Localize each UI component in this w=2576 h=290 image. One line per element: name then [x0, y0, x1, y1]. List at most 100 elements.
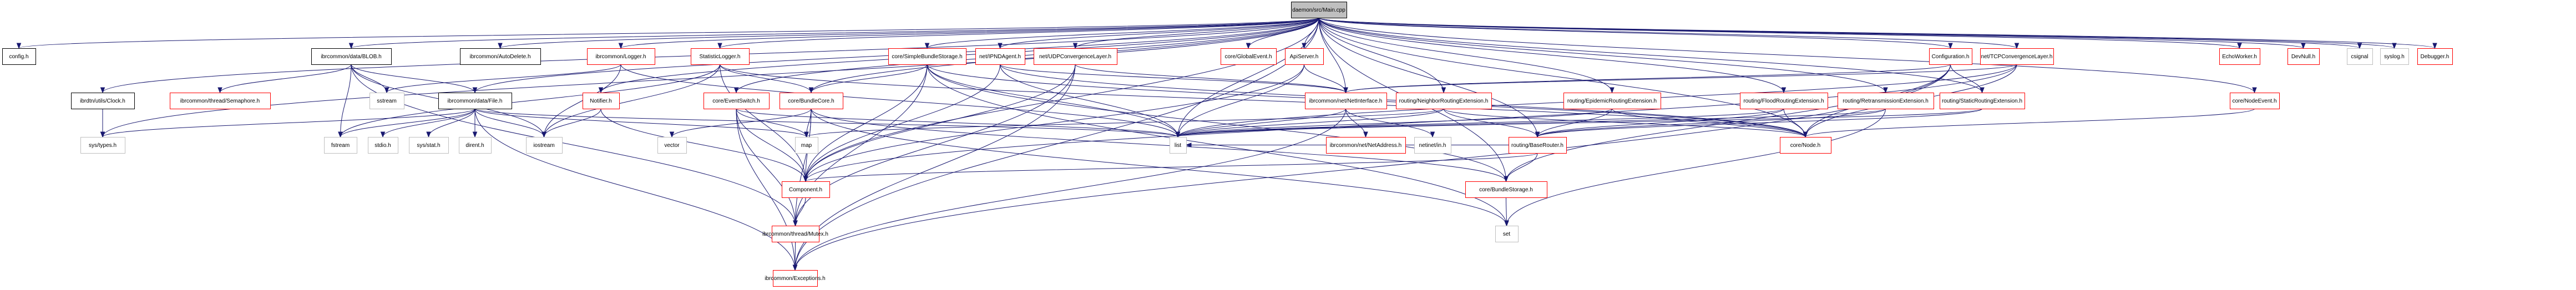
- arrowhead-icon: [2014, 43, 2020, 49]
- edge-configuration-to-netinterface: [1343, 64, 1951, 94]
- node-statlogger[interactable]: StatisticLogger.h: [691, 48, 750, 65]
- edge-bundlestorage-to-set: [1504, 197, 1509, 227]
- node-box: [583, 93, 620, 109]
- edge-netinterface-to-netaddress: [1345, 108, 1368, 138]
- node-box: [1780, 137, 1831, 154]
- arrowhead-icon: [1363, 131, 1368, 138]
- node-semaphore[interactable]: ibrcommon/thread/Semaphore.h: [170, 93, 271, 109]
- node-globalevent[interactable]: core/GlobalEvent.h: [1221, 48, 1277, 65]
- node-list: list: [1170, 137, 1187, 154]
- node-file[interactable]: ibrcommon/data/File.h: [438, 93, 512, 109]
- node-box: [526, 137, 563, 154]
- node-mutex[interactable]: ibrcommon/thread/Mutex.h: [762, 226, 828, 242]
- edge-bundlecore-to-vector: [669, 108, 812, 138]
- arrowhead-icon: [803, 176, 808, 182]
- node-logger[interactable]: ibrcommon/Logger.h: [587, 48, 655, 65]
- node-label: core/NodeEvent.h: [2232, 98, 2276, 104]
- arrowhead-icon: [808, 87, 814, 94]
- node-label: routing/StaticRoutingExtension.h: [1942, 98, 2022, 104]
- node-neighborrouting[interactable]: routing/NeighborRoutingExtension.h: [1396, 93, 1492, 109]
- node-staticrouting[interactable]: routing/StaticRoutingExtension.h: [1940, 93, 2025, 109]
- arrowhead-icon: [804, 131, 809, 138]
- node-simplestorage[interactable]: core/SimpleBundleStorage.h: [888, 48, 966, 65]
- arrowhead-icon: [717, 43, 722, 49]
- arrowhead-icon: [1343, 87, 1348, 94]
- edge-file-to-sysstat: [426, 108, 475, 138]
- node-nodeevent[interactable]: core/NodeEvent.h: [2230, 93, 2280, 109]
- node-label: map: [801, 143, 812, 149]
- edge-logger-to-sstream: [384, 64, 621, 94]
- node-label: iostream: [533, 143, 554, 149]
- arrowhead-icon: [924, 43, 930, 49]
- node-tcpcl[interactable]: net/TCPConvergenceLayer.h: [1980, 48, 2054, 65]
- edge-netinterface-to-exceptions: [792, 108, 1346, 271]
- node-udpcl[interactable]: net/UDPConvergenceLayer.h: [1034, 48, 1117, 65]
- edge-simplestorage-to-bundlecore: [808, 64, 928, 94]
- node-node[interactable]: core/Node.h: [1780, 137, 1831, 154]
- node-label: core/SimpleBundleStorage.h: [892, 54, 962, 60]
- node-notifier[interactable]: Notifier.h: [583, 93, 620, 109]
- edge-mutex-to-exceptions: [792, 241, 798, 271]
- node-bundlecore[interactable]: core/BundleCore.h: [780, 93, 843, 109]
- node-eventswitch[interactable]: core/EventSwitch.h: [704, 93, 770, 109]
- edge-file-to-dirent: [472, 109, 478, 138]
- node-box: [368, 137, 398, 154]
- node-label: list: [1175, 143, 1181, 149]
- node-ipnd[interactable]: net/IPNDAgent.h: [975, 48, 1025, 65]
- node-bundlestorage[interactable]: core/BundleStorage.h: [1465, 181, 1547, 198]
- node-epidemicrouting[interactable]: routing/EpidemicRoutingExtension.h: [1563, 93, 1661, 109]
- edge-blob-to-fstream: [338, 64, 352, 138]
- node-debugger[interactable]: Debugger.h: [2417, 48, 2453, 65]
- node-netaddress[interactable]: ibrcommon/net/NetAddress.h: [1326, 137, 1406, 154]
- edge-main-to-floodrouting: [1318, 17, 1787, 94]
- node-retransmission[interactable]: routing/RetransmissionExtension.h: [1838, 93, 1934, 109]
- node-config[interactable]: config.h: [2, 48, 36, 65]
- edge-main-to-logger: [618, 17, 1319, 49]
- node-box: [324, 137, 357, 154]
- node-netinterface[interactable]: ibrcommon/net/NetInterface.h: [1305, 93, 1387, 109]
- edge-configuration-to-bundlestorage: [1504, 64, 1951, 182]
- arrowhead-icon: [338, 131, 343, 138]
- node-exceptions[interactable]: ibrcommon/Exceptions.h: [765, 270, 826, 287]
- node-label: routing/RetransmissionExtension.h: [1843, 98, 1929, 104]
- edge-file-to-map: [474, 108, 809, 138]
- node-devnull[interactable]: DevNull.h: [2287, 48, 2320, 65]
- node-floodrouting[interactable]: routing/FloodRoutingExtension.h: [1740, 93, 1828, 109]
- arrowhead-icon: [1504, 220, 1509, 227]
- arrowhead-icon: [792, 264, 798, 271]
- node-clock[interactable]: ibrdtn/utils/Clock.h: [71, 93, 135, 109]
- node-netinetin: netinet/in.h: [1414, 137, 1451, 154]
- edge-blob-to-file: [351, 64, 478, 94]
- node-box: [1980, 48, 2054, 65]
- node-map: map: [795, 137, 818, 154]
- node-label: ibrcommon/thread/Mutex.h: [762, 231, 828, 237]
- edge-file-to-systypes: [100, 108, 475, 138]
- node-box: [1563, 93, 1661, 109]
- arrowhead-icon: [380, 131, 386, 138]
- node-component[interactable]: Component.h: [782, 181, 830, 198]
- arrowhead-icon: [1430, 131, 1435, 138]
- arrowhead-icon: [1175, 131, 1181, 138]
- node-label: ibrcommon/Logger.h: [595, 54, 646, 60]
- node-baserouter[interactable]: routing/BaseRouter.h: [1509, 137, 1567, 154]
- node-box: [2287, 48, 2320, 65]
- node-configuration[interactable]: Configuration.h: [1929, 48, 1972, 65]
- node-stdio: stdio.h: [368, 137, 398, 154]
- arrowhead-icon: [16, 43, 22, 49]
- node-apiserver[interactable]: ApiServer.h: [1285, 48, 1324, 65]
- node-iostream: iostream: [526, 137, 563, 154]
- node-echoworker[interactable]: EchoWorker.h: [2219, 48, 2260, 65]
- node-box: [80, 137, 125, 154]
- node-syslog: syslog.h: [2380, 48, 2409, 65]
- edge-file-to-exceptions: [474, 108, 798, 271]
- edge-main-to-retransmission: [1318, 17, 1888, 94]
- edge-blob-to-semaphore: [217, 64, 352, 94]
- node-autodelete[interactable]: ibrcommon/AutoDelete.h: [460, 48, 541, 65]
- node-csignal: csignal: [2347, 48, 2373, 65]
- node-blob[interactable]: ibrcommon/data/BLOB.h: [311, 48, 392, 65]
- node-box: [170, 93, 271, 109]
- arrowhead-icon: [2357, 43, 2362, 49]
- edge-file-to-fstream: [338, 108, 475, 138]
